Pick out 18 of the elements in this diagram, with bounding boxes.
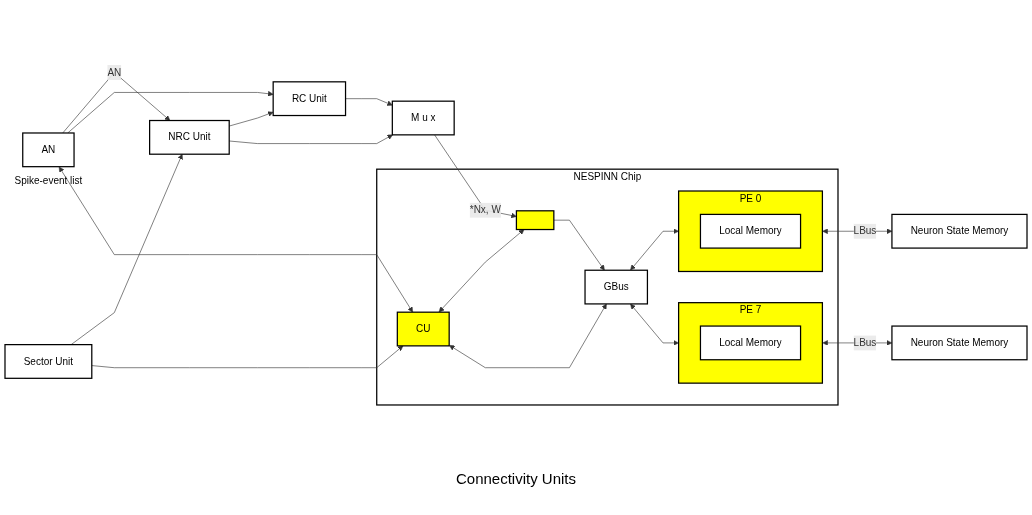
node-box: GBus <box>584 269 649 305</box>
node-box: CU <box>396 311 450 347</box>
edge-label: LBus <box>853 337 877 348</box>
node-box: Local Memory <box>699 325 802 361</box>
node-box: Neuron State Memory <box>891 213 1028 249</box>
edge-label: LBus <box>853 225 877 237</box>
edge-label: *Nx, W <box>469 204 501 216</box>
node-box: Neuron State Memory <box>891 325 1028 361</box>
caption-label: Connectivity Units <box>455 470 576 487</box>
node-box: Local Memory <box>699 213 802 249</box>
node-box <box>515 210 555 231</box>
edge-label: AN <box>107 66 122 78</box>
node-box: M u x <box>391 100 455 136</box>
node-box: NRC Unit <box>149 119 230 155</box>
node-label: Spike-event list <box>14 175 83 187</box>
node-box: AN <box>22 132 75 168</box>
node-box: RC Unit <box>272 81 347 117</box>
node-box: Sector Unit <box>4 344 93 379</box>
